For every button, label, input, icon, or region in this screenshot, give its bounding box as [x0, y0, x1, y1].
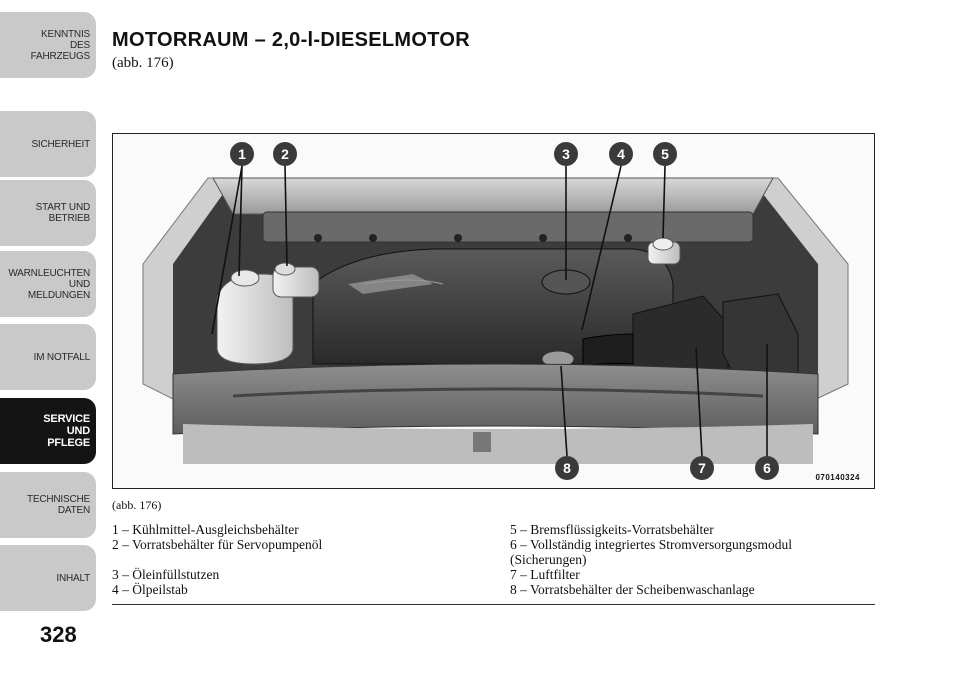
engine-bay-illustration: 1 2 3 4 5 8 7 6 070140324	[112, 133, 875, 489]
tab-technische-daten[interactable]: TECHNISCHE DATEN	[0, 472, 96, 538]
legend-item-2: 2 – Vorratsbehälter für Servopumpenöl	[112, 537, 323, 552]
legend-item-8: 8 – Vorratsbehälter der Scheibenwaschanl…	[510, 582, 755, 597]
tab-kenntnis-des-fahrzeugs[interactable]: KENNTNIS DES FAHRZEUGS	[0, 12, 96, 78]
callout-4: 4	[609, 142, 633, 166]
tab-service-und-pflege[interactable]: SERVICE UND PFLEGE	[0, 398, 96, 464]
legend-column-left: 1 – Kühlmittel-Ausgleichsbehälter 2 – Vo…	[112, 522, 502, 597]
chapter-sidebar: KENNTNIS DES FAHRZEUGS SICHERHEIT START …	[0, 0, 98, 611]
tab-inhalt[interactable]: INHALT	[0, 545, 96, 611]
legend-item-3: 3 – Öleinfüllstutzen	[112, 567, 220, 582]
legend-item-6: 6 – Vollständig integriertes Stromversor…	[510, 537, 792, 567]
tab-start-und-betrieb[interactable]: START UND BETRIEB	[0, 180, 96, 246]
tab-warnleuchten-und-meldungen[interactable]: WARNLEUCHTEN UND MELDUNGEN	[0, 251, 96, 317]
page-number: 328	[40, 622, 77, 647]
figure-caption: (abb. 176)	[112, 498, 162, 512]
callout-8: 8	[555, 456, 579, 480]
page-title: MOTORRAUM – 2,0-l-DIESELMOTOR	[112, 29, 470, 51]
figure-reference: (abb. 176)	[112, 55, 174, 71]
tab-sicherheit[interactable]: SICHERHEIT	[0, 111, 96, 177]
legend-item-7: 7 – Luftfilter	[510, 567, 580, 582]
legend-spacer	[112, 552, 502, 567]
legend-item-5: 5 – Bremsflüssigkeits-Vorratsbehälter	[510, 522, 714, 537]
tab-im-notfall[interactable]: IM NOTFALL	[0, 324, 96, 390]
callout-2: 2	[273, 142, 297, 166]
legend-item-1: 1 – Kühlmittel-Ausgleichsbehälter	[112, 522, 299, 537]
callout-7: 7	[690, 456, 714, 480]
engine-bay-drawing	[113, 134, 874, 488]
legend-column-right: 5 – Bremsflüssigkeits-Vorratsbehälter 6 …	[510, 522, 880, 597]
figure-code: 070140324	[815, 473, 860, 482]
legend-item-4: 4 – Ölpeilstab	[112, 582, 188, 597]
callout-6: 6	[755, 456, 779, 480]
callout-5: 5	[653, 142, 677, 166]
callout-1: 1	[230, 142, 254, 166]
bottom-rule	[112, 604, 875, 605]
callout-3: 3	[554, 142, 578, 166]
